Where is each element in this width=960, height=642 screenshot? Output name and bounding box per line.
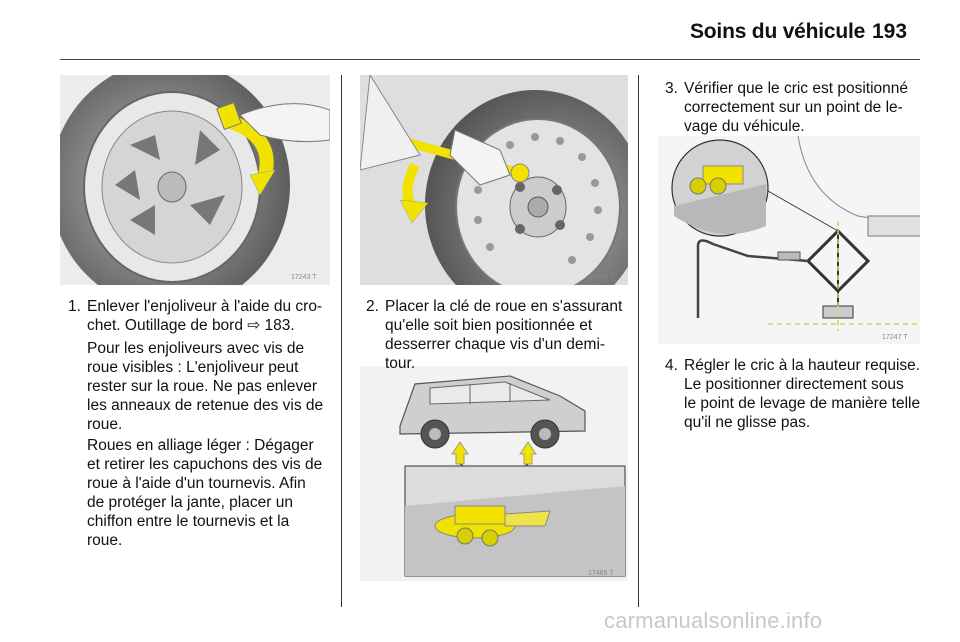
- step-number: 1.: [68, 298, 81, 315]
- text-line: roue.: [87, 532, 123, 549]
- column-divider-1: [341, 75, 342, 607]
- text-line: rester sur la roue. Ne pas enlever: [87, 378, 318, 395]
- text-line: chiffon entre le tournevis et la: [87, 513, 290, 530]
- text-line: roue visibles : L'enjoliveur peut: [87, 359, 299, 376]
- figure-wheel-wrench: 17245 T: [360, 75, 628, 285]
- step-4: 4. Régler le cric à la hauteur requise. …: [665, 356, 955, 432]
- text-line: de protéger la jante, placer un: [87, 494, 293, 511]
- figure-code: 17247 T: [882, 334, 908, 341]
- text-line: Pour les enjoliveurs avec vis de: [87, 340, 305, 357]
- text-line: les anneaux de retenue des vis de: [87, 397, 324, 414]
- step-3: 3. Vérifier que le cric est positionné c…: [665, 79, 927, 136]
- text-line: Vérifier que le cric est positionné: [684, 80, 909, 97]
- step-text: Vérifier que le cric est positionné corr…: [684, 79, 908, 136]
- page-header: Soins du véhicule 193: [0, 0, 960, 60]
- text-line: desserrer chaque vis d'un demi-: [385, 336, 606, 353]
- text-line: qu'elle soit bien positionnée et: [385, 317, 593, 334]
- text-line: qu'il ne glisse pas.: [684, 414, 811, 431]
- wheel-wrench-illustration: [360, 75, 628, 285]
- text-line: roue à l'aide d'un tournevis. Afin: [87, 475, 306, 492]
- text-line: Placer la clé de roue en s'assurant: [385, 298, 623, 315]
- text-line: et retirer les capuchons des vis de: [87, 456, 323, 473]
- column-divider-2: [638, 75, 639, 607]
- step-number: 3.: [665, 80, 678, 97]
- text-line: roue.: [87, 416, 123, 433]
- car-jack-points-illustration: [360, 366, 628, 581]
- figure-code: 17465 T: [588, 570, 614, 577]
- text-line: chet. Outillage de bord ⇨ 183.: [87, 317, 295, 334]
- section-title: Soins du véhicule: [690, 20, 866, 43]
- step-text: Régler le cric à la hauteur requise. Le …: [684, 356, 920, 432]
- step-1-note-alloy: Roues en alliage léger : Dégager et reti…: [87, 436, 337, 550]
- text-line: Roues en alliage léger : Dégager: [87, 437, 314, 454]
- text-line: vage du véhicule.: [684, 118, 805, 135]
- step-1-note-hubcaps: Pour les enjoliveurs avec vis de roue vi…: [87, 339, 337, 434]
- watermark: carmanualsonline.info: [604, 608, 823, 633]
- figure-hubcap-removal: 17243 T: [60, 75, 330, 285]
- step-1: 1. Enlever l'enjoliveur à l'aide du cro-…: [68, 297, 333, 337]
- text-line: Le positionner directement sous: [684, 376, 904, 393]
- text-line: correctement sur un point de le-: [684, 99, 903, 116]
- step-text: Enlever l'enjoliveur à l'aide du cro- ch…: [87, 297, 322, 335]
- page-number: 193: [872, 20, 908, 43]
- text-line: Régler le cric à la hauteur requise.: [684, 357, 921, 374]
- header-divider: [60, 59, 920, 60]
- figure-code: 17245 T: [589, 274, 615, 281]
- text-line: tour.: [385, 355, 416, 372]
- figure-car-jack-points: 17465 T: [360, 366, 628, 581]
- figure-jack-position: 17247 T: [658, 136, 920, 344]
- jack-position-illustration: [658, 136, 920, 344]
- step-number: 2.: [366, 298, 379, 315]
- step-2: 2. Placer la clé de roue en s'assurant q…: [366, 297, 634, 373]
- hubcap-illustration: [60, 75, 330, 285]
- step-number: 4.: [665, 357, 678, 374]
- text-line: Enlever l'enjoliveur à l'aide du cro-: [87, 298, 323, 315]
- step-text: Placer la clé de roue en s'assurant qu'e…: [385, 297, 622, 373]
- text-line: le point de levage de manière telle: [684, 395, 921, 412]
- figure-code: 17243 T: [291, 274, 317, 281]
